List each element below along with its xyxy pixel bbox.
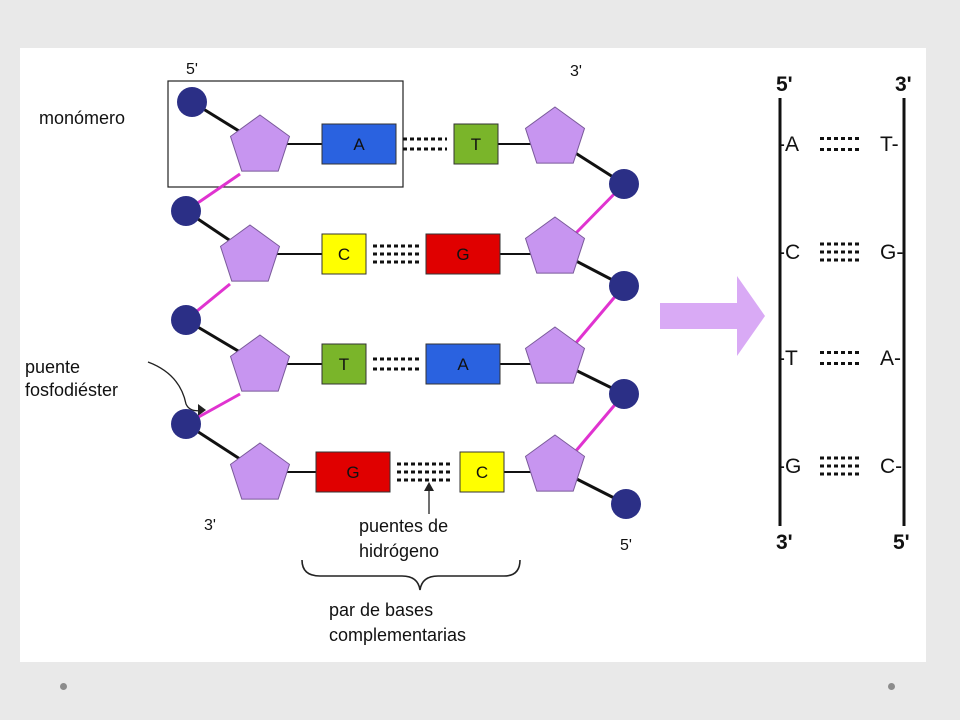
- bottom-right-end-label: 5': [620, 537, 632, 554]
- right-base-left: -G: [778, 455, 801, 478]
- hydrogen-bond-label-line2: hidrógeno: [359, 541, 439, 561]
- sugar-pentagon: [524, 216, 586, 274]
- phosphate-circle: [609, 379, 639, 409]
- base-letter: C: [476, 463, 488, 482]
- base-box: [315, 451, 391, 493]
- base-pair-label: par de bases complementarias: [329, 600, 466, 645]
- right-base-right: A-: [880, 347, 901, 370]
- sugar-pentagon: [524, 434, 586, 492]
- phosphate-circle: [609, 169, 639, 199]
- transform-arrow: [660, 276, 765, 356]
- base-box: [425, 343, 501, 385]
- prev-slide-dot[interactable]: [60, 683, 67, 690]
- base-box: [321, 233, 367, 275]
- phosphate-circle: [611, 489, 641, 519]
- monomer-label: monómero: [39, 108, 125, 128]
- right-base-left: -A: [778, 133, 799, 156]
- right-top-right-end: 3': [895, 73, 912, 96]
- right-base-right: C-: [880, 455, 902, 478]
- base-letter: A: [353, 135, 365, 154]
- right-bottom-right-end: 5': [893, 531, 910, 554]
- base-box: [321, 123, 397, 165]
- base-box: [425, 233, 501, 275]
- base-box: [459, 451, 505, 493]
- hydrogen-bond-label: puentes de hidrógeno: [359, 516, 453, 561]
- right-base-left: -T: [778, 347, 798, 370]
- phosphodiester-pointer-head: [198, 404, 206, 416]
- sugar-pentagon: [524, 106, 586, 164]
- sugar-pentagon: [219, 224, 281, 282]
- base-pair-label-line1: par de bases: [329, 600, 433, 620]
- sugar-pentagon: [524, 326, 586, 384]
- top-right-end-label: 3': [570, 63, 582, 80]
- sugar-pentagon: [229, 334, 291, 392]
- phosphate-circle: [171, 409, 201, 439]
- phosphodiester-label-line1: puente: [25, 357, 80, 377]
- base-letter: G: [346, 463, 359, 482]
- right-base-right: G-: [880, 241, 903, 264]
- base-pair-label-line2: complementarias: [329, 625, 466, 645]
- double-helix-right: -A T- -C G- -T A- -G C-: [778, 133, 903, 478]
- base-pair-brace: [301, 559, 521, 591]
- base-letter: C: [338, 245, 350, 264]
- phosphate-circle: [177, 87, 207, 117]
- phosphodiester-label: puente fosfodiéster: [25, 357, 118, 400]
- top-left-end-label: 5': [186, 61, 198, 78]
- slide: 5' 3' 3' 5' monómero puente fosfodiéster…: [20, 48, 926, 662]
- sugar-pentagon: [229, 442, 291, 500]
- right-bottom-left-end: 3': [776, 531, 793, 554]
- right-top-left-end: 5': [776, 73, 793, 96]
- next-slide-dot[interactable]: [888, 683, 895, 690]
- base-letter: T: [471, 135, 481, 154]
- phosphate-circle: [171, 196, 201, 226]
- right-base-right: T-: [880, 133, 899, 156]
- hydrogen-bond-pointer-head: [424, 482, 434, 491]
- base-letter: T: [339, 355, 349, 374]
- double-helix-left: A T C G T A G C: [171, 87, 641, 519]
- base-box: [453, 123, 499, 165]
- phosphodiester-pointer-arrow: [147, 361, 205, 412]
- bottom-left-end-label: 3': [204, 517, 216, 534]
- monomer-box: [167, 80, 404, 188]
- base-box: [321, 343, 367, 385]
- sugar-pentagon: [229, 114, 291, 172]
- right-base-left: -C: [778, 241, 800, 264]
- phosphate-circle: [171, 305, 201, 335]
- base-letter: G: [456, 245, 469, 264]
- hydrogen-bond-label-line1: puentes de: [359, 516, 448, 536]
- phosphate-circle: [609, 271, 639, 301]
- dna-diagram: 5' 3' 3' 5' monómero puente fosfodiéster…: [25, 61, 912, 645]
- phosphodiester-label-line2: fosfodiéster: [25, 380, 118, 400]
- base-letter: A: [457, 355, 469, 374]
